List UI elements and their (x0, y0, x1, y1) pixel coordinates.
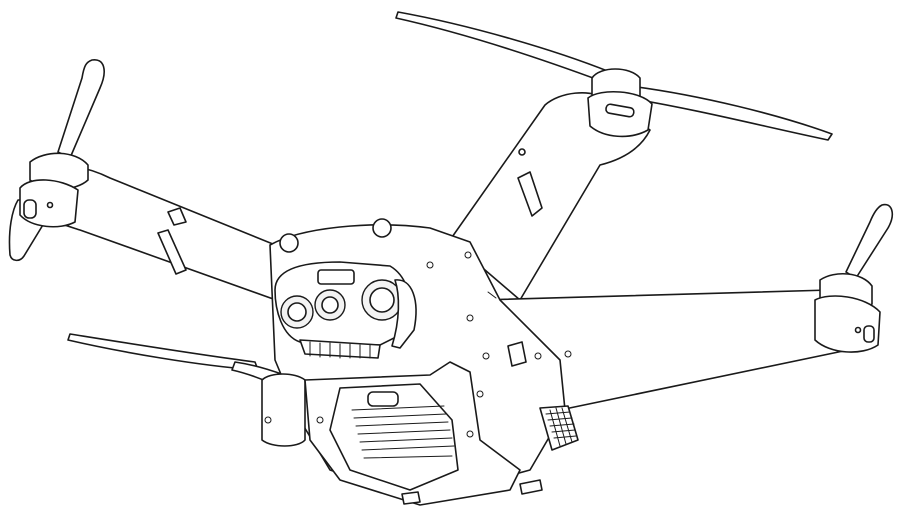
arm-right (469, 273, 881, 411)
status-indicator (507, 341, 527, 367)
propeller-rear-right (395, 11, 833, 141)
arm-slot-left (157, 229, 187, 275)
top-sensor-left (279, 233, 299, 253)
camera-label-plate (317, 269, 355, 285)
arm-slot-rear-right (517, 171, 543, 217)
propeller-front-right (845, 203, 894, 279)
gimbal-camera (274, 261, 417, 359)
left-vent-slot (23, 199, 37, 219)
battery-cover (329, 383, 459, 491)
battery-bottom (261, 361, 543, 506)
top-sensor-right (372, 218, 392, 238)
arm-rear-right (449, 68, 653, 301)
side-vision-grille (539, 405, 579, 451)
arm-left (19, 152, 301, 306)
right-vent-slot (863, 325, 875, 343)
rear-right-vent-slot (605, 103, 635, 118)
battery-latch (367, 391, 399, 407)
